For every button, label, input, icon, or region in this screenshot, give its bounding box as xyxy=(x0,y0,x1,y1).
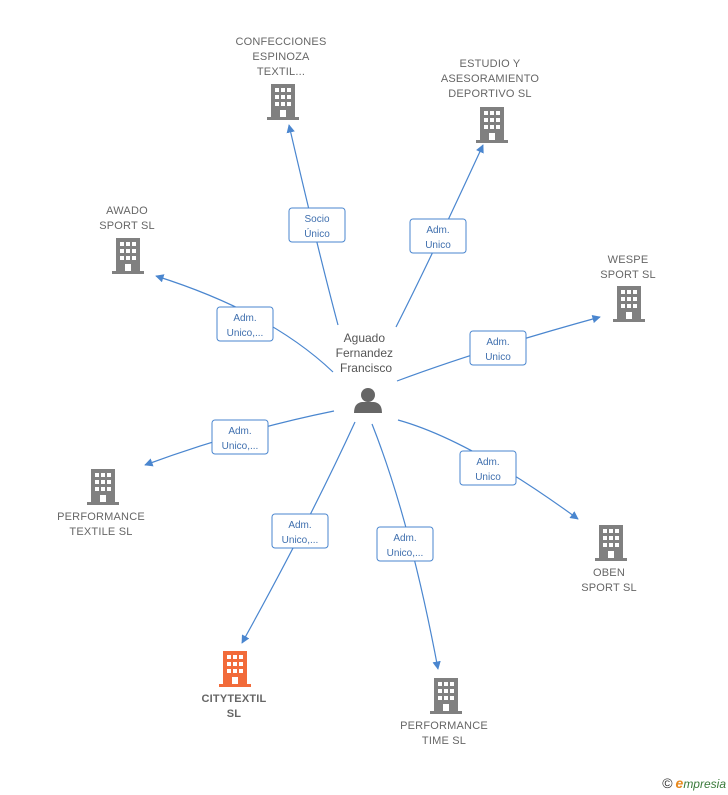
edge-role-line: Adm. xyxy=(233,313,256,324)
edge-role-text: Adm. Unico xyxy=(485,337,511,363)
company-name-line: SPORT SL xyxy=(600,269,656,281)
company-name-line: DEPORTIVO SL xyxy=(448,88,532,100)
edge-role-line: Adm. xyxy=(476,457,499,468)
footer-brand[interactable]: ©empresia xyxy=(662,775,726,791)
edge-role-label-oben[interactable]: Adm. Unico xyxy=(459,450,517,486)
company-name: OBEN SPORT SL xyxy=(581,567,637,594)
nodes-layer: CONFECCIONES ESPINOZA TEXTIL... ESTUDIO Y AS… xyxy=(57,36,656,747)
building-icon xyxy=(595,525,627,561)
building-icon xyxy=(112,238,144,274)
edge-role-line: Adm. xyxy=(426,225,449,236)
edge-role-text: Adm. Unico,... xyxy=(282,520,319,546)
company-node-awado[interactable]: AWADO SPORT SL xyxy=(99,205,155,274)
edge-role-label-awado[interactable]: Adm. Unico,... xyxy=(216,306,274,342)
company-name-line: TEXTIL... xyxy=(257,66,305,78)
company-name: ESTUDIO Y ASESORAMIENTO DEPORTIVO SL xyxy=(441,58,540,100)
company-name-line: SPORT SL xyxy=(581,582,637,594)
edge-role-label-wespe[interactable]: Adm. Unico xyxy=(469,330,527,366)
edge-role-line: Unico xyxy=(425,240,451,251)
company-name: CITYTEXTIL SL xyxy=(202,693,267,720)
company-name-line: SL xyxy=(227,708,242,720)
edge-role-line: Adm. xyxy=(393,533,416,544)
edge-role-box xyxy=(271,513,329,549)
edge-role-text: Adm. Unico,... xyxy=(222,426,259,452)
edge-role-box xyxy=(459,450,517,486)
company-node-wespe[interactable]: WESPE SPORT SL xyxy=(600,254,656,322)
company-name-line: TIME SL xyxy=(422,735,466,747)
edge-role-line: Socio xyxy=(304,214,329,225)
company-node-performance-textile[interactable]: PERFORMANCE TEXTILE SL xyxy=(57,469,145,538)
edge-role-line: Unico xyxy=(475,472,501,483)
company-name: WESPE SPORT SL xyxy=(600,254,656,281)
person-name-line-1: Aguado xyxy=(344,331,386,345)
company-name-line: AWADO xyxy=(106,205,148,217)
building-icon xyxy=(476,107,508,143)
building-icon xyxy=(267,84,299,120)
edge-role-box xyxy=(376,526,434,562)
company-name-line: ASESORAMIENTO xyxy=(441,73,540,85)
edge-role-line: Unico,... xyxy=(227,328,264,339)
company-name-line: ESPINOZA xyxy=(252,51,310,63)
company-node-citytextil[interactable]: CITYTEXTIL SL xyxy=(202,651,267,720)
building-icon xyxy=(87,469,119,505)
edge-role-text: Adm. Unico xyxy=(475,457,501,483)
edge-role-box xyxy=(216,306,274,342)
company-name-line: OBEN xyxy=(593,567,625,579)
edge-role-label-performance-time[interactable]: Adm. Unico,... xyxy=(376,526,434,562)
company-name-line: ESTUDIO Y xyxy=(460,58,521,70)
edge-role-label-performance-textile[interactable]: Adm. Unico,... xyxy=(211,419,269,455)
brand-initial: e xyxy=(675,775,684,791)
edge-role-box xyxy=(409,218,467,254)
company-name-line: PERFORMANCE xyxy=(57,511,145,523)
edge-role-line: Unico,... xyxy=(222,441,259,452)
edge-role-text: Adm. Unico xyxy=(425,225,451,251)
building-icon xyxy=(430,678,462,714)
company-name-line: PERFORMANCE xyxy=(400,720,488,732)
person-icon xyxy=(354,388,382,413)
edge-role-text: Adm. Unico,... xyxy=(387,533,424,559)
person-name-line: Aguado Fernandez Francisco xyxy=(336,331,397,375)
edge-role-line: Adm. xyxy=(288,520,311,531)
company-name-line: WESPE xyxy=(608,254,649,266)
edge-role-line: Adm. xyxy=(228,426,251,437)
company-name: PERFORMANCE TIME SL xyxy=(400,720,488,747)
building-icon xyxy=(613,286,645,322)
person-name-line-3: Francisco xyxy=(340,361,392,375)
company-node-oben[interactable]: OBEN SPORT SL xyxy=(581,525,637,594)
edge-role-text: Adm. Unico,... xyxy=(227,313,264,339)
edge-role-box xyxy=(469,330,527,366)
edge-role-box xyxy=(288,207,346,243)
edge-role-line: Único xyxy=(304,227,330,240)
edge-role-line: Unico xyxy=(485,352,511,363)
edge-role-label-citytextil[interactable]: Adm. Unico,... xyxy=(271,513,329,549)
brand-name: mpresia xyxy=(683,777,726,791)
edge-role-box xyxy=(211,419,269,455)
edge-role-line: Unico,... xyxy=(282,535,319,546)
company-name-line: SPORT SL xyxy=(99,220,155,232)
edge-role-label-estudio[interactable]: Adm. Unico xyxy=(409,218,467,254)
company-name: PERFORMANCE TEXTILE SL xyxy=(57,511,145,538)
company-name: CONFECCIONES ESPINOZA TEXTIL... xyxy=(235,36,326,78)
person-name-line-2: Fernandez xyxy=(336,346,393,360)
company-node-performance-time[interactable]: PERFORMANCE TIME SL xyxy=(400,678,488,747)
edge-role-line: Adm. xyxy=(486,337,509,348)
copyright-symbol: © xyxy=(662,775,673,791)
company-name-line: CONFECCIONES xyxy=(235,36,326,48)
company-node-confecciones[interactable]: CONFECCIONES ESPINOZA TEXTIL... xyxy=(235,36,326,120)
edge-role-line: Unico,... xyxy=(387,548,424,559)
building-icon xyxy=(219,651,251,687)
company-name: AWADO SPORT SL xyxy=(99,205,155,232)
company-name-line: TEXTILE SL xyxy=(69,526,132,538)
company-name-line: CITYTEXTIL xyxy=(202,693,267,705)
person-node[interactable]: Aguado Fernandez Francisco xyxy=(336,331,397,413)
company-node-estudio[interactable]: ESTUDIO Y ASESORAMIENTO DEPORTIVO SL xyxy=(441,58,540,143)
